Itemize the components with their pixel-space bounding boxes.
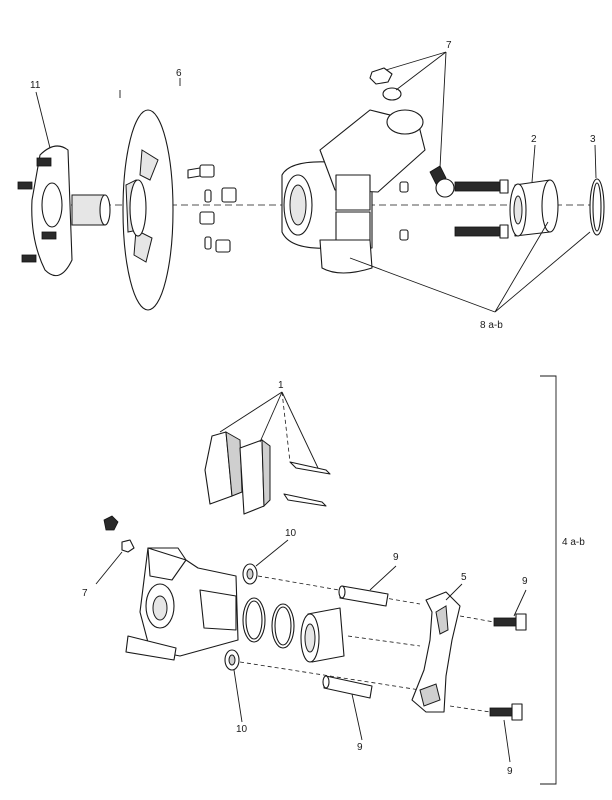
caliper-body bbox=[281, 109, 426, 274]
hub-stud bbox=[36, 157, 52, 167]
leader-1b bbox=[259, 391, 283, 443]
callout-1: 1 bbox=[278, 380, 284, 391]
leader-9-bottom-right bbox=[503, 719, 511, 763]
leader-1c bbox=[281, 391, 291, 463]
assembly-line bbox=[347, 635, 421, 647]
hub-stud bbox=[17, 181, 33, 190]
leader-11 bbox=[35, 91, 51, 149]
leader-9-mid bbox=[369, 565, 397, 591]
caliper-piston bbox=[509, 179, 559, 237]
callout-5: 5 bbox=[461, 572, 467, 583]
leader-10-bottom bbox=[233, 669, 243, 723]
bracket-bolts bbox=[449, 613, 527, 721]
dust-boots bbox=[224, 563, 258, 671]
bolt bbox=[454, 226, 504, 237]
bolt bbox=[454, 181, 504, 192]
leader-8 bbox=[349, 221, 591, 313]
callout-9-bottom: 9 bbox=[357, 742, 363, 753]
callout-6: 6 bbox=[176, 68, 182, 79]
leader-1a bbox=[219, 391, 283, 433]
leader-3 bbox=[594, 144, 597, 179]
leader-7-left bbox=[95, 551, 123, 585]
hub-stud bbox=[21, 254, 37, 263]
callout-10-bottom: 10 bbox=[236, 724, 248, 735]
bracket-4 bbox=[540, 375, 557, 785]
callout-7-left: 7 bbox=[82, 588, 88, 599]
caliper-housing bbox=[125, 547, 239, 661]
brake-pads bbox=[204, 431, 331, 515]
seal-ring bbox=[589, 178, 605, 236]
callout-7-top: 7 bbox=[446, 40, 452, 51]
leader-7-top bbox=[385, 51, 447, 169]
leader-10-top bbox=[255, 539, 289, 567]
callout-2: 2 bbox=[531, 134, 537, 145]
bleeder-screw bbox=[103, 515, 135, 553]
piston bbox=[300, 607, 345, 663]
callout-10-top: 10 bbox=[285, 528, 297, 539]
piston-seals bbox=[242, 597, 295, 649]
callout-9-right: 9 bbox=[522, 576, 528, 587]
assembly-line bbox=[239, 661, 421, 691]
bolt bbox=[493, 617, 517, 627]
bleeder-valve bbox=[369, 67, 455, 198]
callout-11: 11 bbox=[30, 80, 41, 91]
brake-disc bbox=[119, 78, 181, 311]
callout-9-mid: 9 bbox=[393, 552, 399, 563]
slide-pin-boots bbox=[187, 164, 237, 253]
caliper-bracket bbox=[411, 591, 461, 713]
callout-9-bottom-right: 9 bbox=[507, 766, 513, 777]
callout-4: 4 a-b bbox=[562, 537, 585, 548]
wheel-hub bbox=[17, 145, 111, 277]
leader-5 bbox=[445, 583, 463, 601]
caliper-bolts bbox=[399, 179, 509, 241]
callout-3: 3 bbox=[590, 134, 596, 145]
bolt bbox=[489, 707, 513, 717]
leader-1d bbox=[281, 391, 319, 469]
leader-2 bbox=[531, 144, 536, 183]
leader-9-bottom bbox=[351, 693, 363, 741]
callout-8: 8 a-b bbox=[480, 320, 503, 331]
leader-9-right bbox=[513, 589, 527, 617]
hub-stud bbox=[41, 231, 57, 240]
guide-pins bbox=[322, 585, 389, 699]
